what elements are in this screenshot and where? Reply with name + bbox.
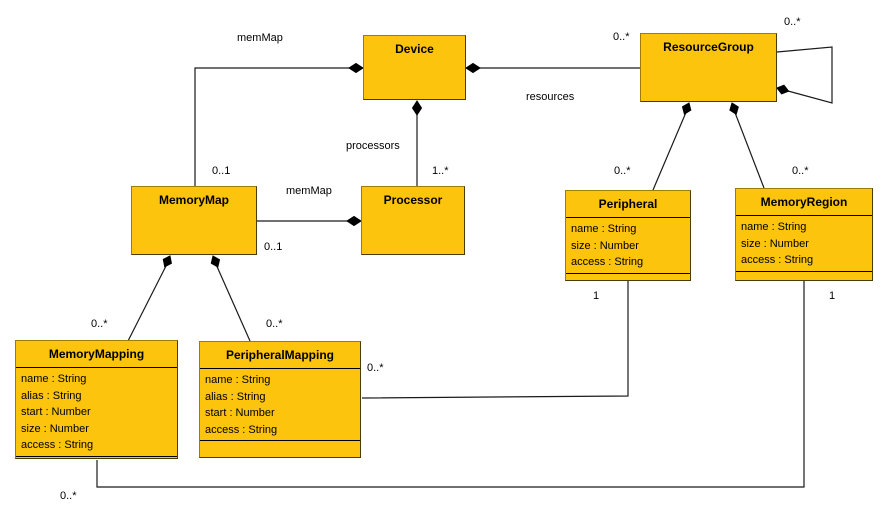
attribute: access : String bbox=[21, 439, 94, 451]
class-device[interactable]: Device bbox=[363, 35, 466, 100]
composition-diamond bbox=[729, 102, 739, 115]
multiplicity-label: 0..* bbox=[266, 318, 283, 330]
class-title: MemoryMap bbox=[158, 193, 229, 207]
class-title: Peripheral bbox=[566, 191, 690, 218]
connector-resourcegroup-memoryregion bbox=[729, 102, 765, 189]
connector-memmap-peripheralmapping bbox=[210, 255, 251, 342]
class-title: Processor bbox=[383, 193, 443, 207]
connector-resourcegroup-peripheral bbox=[652, 102, 692, 191]
multiplicity-label: 0..* bbox=[91, 318, 108, 330]
class-title: PeripheralMapping bbox=[200, 342, 360, 369]
multiplicity-label: 0..* bbox=[613, 31, 630, 43]
attribute: size : Number bbox=[741, 237, 809, 250]
composition-diamond bbox=[465, 62, 481, 74]
connector-device-memmap bbox=[194, 62, 364, 186]
association-label: processors bbox=[346, 140, 400, 152]
multiplicity-label: 0..* bbox=[367, 362, 384, 374]
attribute: name : String bbox=[741, 221, 807, 233]
multiplicity-label: 0..* bbox=[784, 16, 801, 28]
multiplicity-label: 0..* bbox=[60, 490, 77, 502]
attribute: name : String bbox=[571, 223, 637, 235]
attribute: name : String bbox=[21, 373, 87, 385]
attribute: start : Number bbox=[205, 407, 275, 419]
composition-diamond bbox=[162, 255, 172, 268]
class-title: Device bbox=[395, 42, 434, 56]
attribute: access : String bbox=[571, 256, 644, 268]
operations-compartment bbox=[16, 455, 177, 459]
operations-compartment bbox=[736, 270, 872, 281]
attribute: name : String bbox=[205, 374, 271, 386]
composition-diamond bbox=[348, 62, 364, 74]
association-label: memMap bbox=[286, 185, 332, 197]
association-label: resources bbox=[526, 91, 575, 103]
attributes-compartment: name : String alias : String start : Num… bbox=[16, 368, 177, 456]
multiplicity-label: 0..* bbox=[792, 165, 809, 177]
class-memorymapping[interactable]: MemoryMapping name : String alias : Stri… bbox=[15, 340, 178, 459]
class-resourcegroup[interactable]: ResourceGroup bbox=[640, 33, 777, 102]
composition-diamond bbox=[411, 100, 423, 116]
attribute: size : Number bbox=[21, 422, 89, 435]
attribute: alias : String bbox=[21, 389, 82, 402]
class-memorymap[interactable]: MemoryMap bbox=[131, 186, 257, 255]
connector-memmap-processor bbox=[257, 215, 362, 227]
composition-diamond bbox=[776, 84, 790, 95]
operations-compartment bbox=[566, 272, 690, 281]
composition-diamond bbox=[681, 102, 692, 115]
multiplicity-label: 1..* bbox=[432, 165, 449, 177]
attributes-compartment: name : String size : Number access : Str… bbox=[736, 216, 872, 271]
multiplicity-label: 0..1 bbox=[264, 241, 283, 253]
class-title: ResourceGroup bbox=[663, 40, 754, 54]
class-title: MemoryMapping bbox=[16, 341, 177, 368]
attribute: access : String bbox=[205, 423, 278, 436]
connector-device-processor bbox=[411, 100, 423, 186]
composition-diamond bbox=[210, 255, 221, 268]
multiplicity-label: 1 bbox=[829, 290, 836, 302]
attributes-compartment: name : String alias : String start : Num… bbox=[200, 369, 360, 440]
attribute: access : String bbox=[741, 254, 814, 266]
multiplicity-label: 0..1 bbox=[212, 165, 231, 177]
association-label: memMap bbox=[237, 32, 283, 44]
class-memoryregion[interactable]: MemoryRegion name : String size : Number… bbox=[735, 188, 873, 281]
class-title: MemoryRegion bbox=[736, 189, 872, 216]
attribute: alias : String bbox=[205, 390, 266, 403]
connector-memmap-memorymapping bbox=[127, 255, 172, 342]
attributes-compartment: name : String size : Number access : Str… bbox=[566, 218, 690, 273]
connector-device-resourcegroup bbox=[465, 62, 640, 74]
class-processor[interactable]: Processor bbox=[361, 186, 465, 255]
multiplicity-label: 1 bbox=[593, 290, 600, 302]
connector-peripheral-peripheralmapping bbox=[361, 281, 629, 399]
operations-compartment bbox=[200, 440, 360, 457]
connector-resourcegroup-self bbox=[776, 46, 833, 104]
attribute: start : Number bbox=[21, 406, 91, 418]
multiplicity-label: 0..* bbox=[614, 165, 631, 177]
attribute: size : Number bbox=[571, 239, 639, 252]
class-peripheralmapping[interactable]: PeripheralMapping name : String alias : … bbox=[199, 341, 361, 458]
composition-diamond bbox=[346, 215, 362, 227]
connector-memoryregion-memorymapping bbox=[96, 281, 805, 488]
class-peripheral[interactable]: Peripheral name : String size : Number a… bbox=[565, 190, 691, 281]
